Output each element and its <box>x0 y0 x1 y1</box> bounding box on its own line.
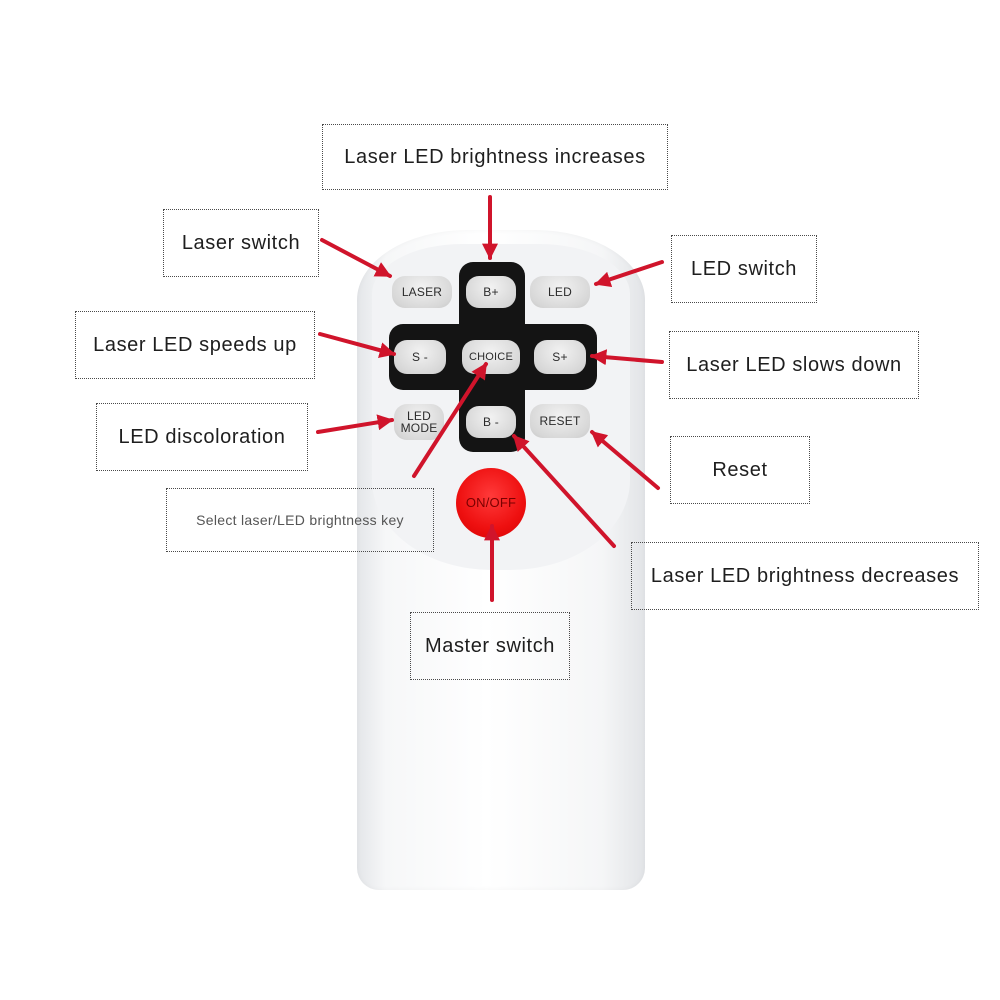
brightness-down-button[interactable]: B - <box>466 406 516 438</box>
callout-reset: Reset <box>670 436 810 504</box>
callout-led-switch: LED switch <box>671 235 817 303</box>
reset-button[interactable]: RESET <box>530 404 590 438</box>
brightness-up-button[interactable]: B+ <box>466 276 516 308</box>
laser-button[interactable]: LASER <box>392 276 452 308</box>
callout-brightness-increases: Laser LED brightness increases <box>322 124 668 190</box>
speed-down-button[interactable]: S - <box>394 340 446 374</box>
led-button[interactable]: LED <box>530 276 590 308</box>
callout-discoloration: LED discoloration <box>96 403 308 471</box>
callout-laser-switch: Laser switch <box>163 209 319 277</box>
speed-up-button[interactable]: S+ <box>534 340 586 374</box>
callout-master-switch: Master switch <box>410 612 570 680</box>
callout-slows-down: Laser LED slows down <box>669 331 919 399</box>
choice-button[interactable]: CHOICE <box>462 340 520 374</box>
callout-speeds-up: Laser LED speeds up <box>75 311 315 379</box>
callout-brightness-decreases: Laser LED brightness decreases <box>631 542 979 610</box>
led-mode-button[interactable]: LED MODE <box>394 404 444 440</box>
callout-select-key: Select laser/LED brightness key <box>166 488 434 552</box>
power-button[interactable]: ON/OFF <box>456 468 526 538</box>
